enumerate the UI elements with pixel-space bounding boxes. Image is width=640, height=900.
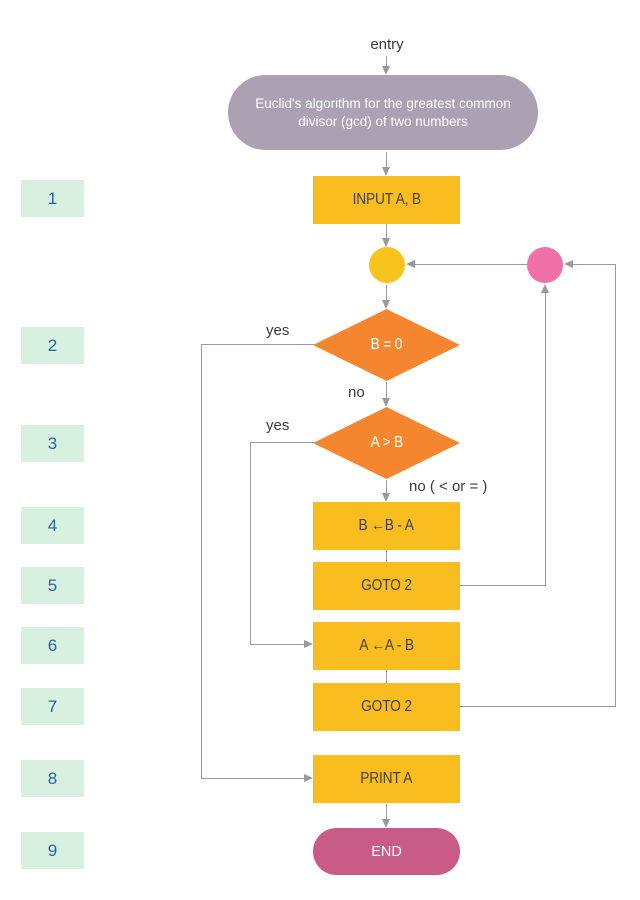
row-number-5-text: 5 (47, 575, 58, 595)
row-number-8-text: 8 (47, 768, 58, 788)
arrowhead-left (406, 260, 415, 268)
row-number-1-text: 1 (47, 188, 58, 208)
node-input-label: INPUT A, B (352, 191, 421, 208)
start-terminator: Euclid's algorithm for the greatest comm… (228, 75, 538, 150)
label-a-gt-b-no: no ( < or = ) (409, 478, 488, 495)
node-decision-b-zero-label: B = 0 (370, 336, 403, 353)
arrowhead-down (382, 398, 390, 407)
row-number-9-text: 9 (47, 840, 58, 860)
label-b-zero-no: no (348, 384, 365, 401)
edge-inner-vertical (545, 293, 546, 586)
edge-b0-yes-horizontal (201, 344, 314, 345)
row-number-2-text: 2 (47, 335, 58, 355)
node-assign-a-label: A ←A - B (359, 637, 414, 654)
arrowhead-down (382, 167, 390, 176)
row-number-8: 8 (21, 760, 84, 797)
node-decision-b-zero: B = 0 (313, 309, 460, 381)
connector-circle-main (369, 247, 405, 283)
start-terminator-label: Euclid's algorithm for the greatest comm… (255, 95, 511, 129)
arrowhead-right (304, 640, 313, 648)
edge-agtb-yes-vertical (250, 442, 251, 645)
row-number-2: 2 (21, 327, 84, 364)
node-goto2-second-label: GOTO 2 (361, 698, 412, 715)
row-number-6-text: 6 (47, 635, 58, 655)
edge-b0-yes-vertical (201, 344, 202, 779)
edge-agtb-to-assign-b (386, 480, 387, 493)
row-number-4: 4 (21, 507, 84, 544)
edge-assign-a-to-goto2 (386, 670, 387, 683)
row-number-7-text: 7 (47, 696, 58, 716)
node-print-a: PRINT A (313, 755, 460, 803)
row-number-4-text: 4 (47, 515, 58, 535)
node-decision-a-gt-b-label: A > B (370, 434, 403, 451)
edge-outer-to-loop (573, 264, 616, 265)
entry-label: entry (370, 36, 404, 53)
arrowhead-down (382, 493, 390, 502)
edge-connector-to-b0 (386, 285, 387, 300)
arrowhead-down (382, 238, 390, 247)
row-number-1: 1 (21, 180, 84, 217)
edge-input-to-connector (386, 224, 387, 238)
edge-b0-yes-into-print (201, 778, 304, 779)
arrowhead-right (304, 774, 313, 782)
arrowhead-down (382, 819, 390, 828)
row-number-3: 3 (21, 425, 84, 462)
edge-outer-vertical (615, 265, 616, 706)
row-number-3-text: 3 (47, 433, 58, 453)
arrowhead-down (382, 66, 390, 75)
arrowhead-up (541, 284, 549, 293)
edge-goto2a-right (460, 585, 545, 586)
node-goto2-second: GOTO 2 (313, 683, 460, 731)
node-goto2-first-label: GOTO 2 (361, 577, 412, 594)
connector-circle-loop (527, 247, 563, 283)
label-a-gt-b-yes: yes (266, 417, 290, 434)
arrowhead-down (382, 300, 390, 309)
node-input: INPUT A, B (313, 176, 460, 224)
node-assign-b: B ←B - A (313, 502, 460, 550)
edge-b0-to-agtb (386, 382, 387, 398)
edge-goto2b-right (460, 706, 616, 707)
edge-entry-to-start (386, 56, 387, 66)
edge-agtb-yes-horizontal (250, 442, 314, 443)
node-decision-a-gt-b: A > B (313, 407, 460, 479)
edge-print-to-end (386, 804, 387, 819)
node-assign-a: A ←A - B (313, 622, 460, 670)
row-number-9: 9 (21, 832, 84, 869)
edge-start-to-input (386, 152, 387, 167)
arrowhead-left (564, 260, 573, 268)
row-number-6: 6 (21, 627, 84, 664)
edge-loop-to-main (415, 264, 527, 265)
node-end-label: END (371, 843, 402, 860)
node-assign-b-label: B ←B - A (358, 517, 415, 534)
node-end-terminator: END (313, 828, 460, 875)
row-number-5: 5 (21, 567, 84, 604)
label-b-zero-yes: yes (266, 322, 290, 339)
node-print-a-label: PRINT A (360, 770, 413, 787)
edge-agtb-yes-into-assign-a (250, 644, 304, 645)
row-number-7: 7 (21, 688, 84, 725)
node-goto2-first: GOTO 2 (313, 562, 460, 610)
edge-assign-b-to-goto2 (386, 550, 387, 562)
